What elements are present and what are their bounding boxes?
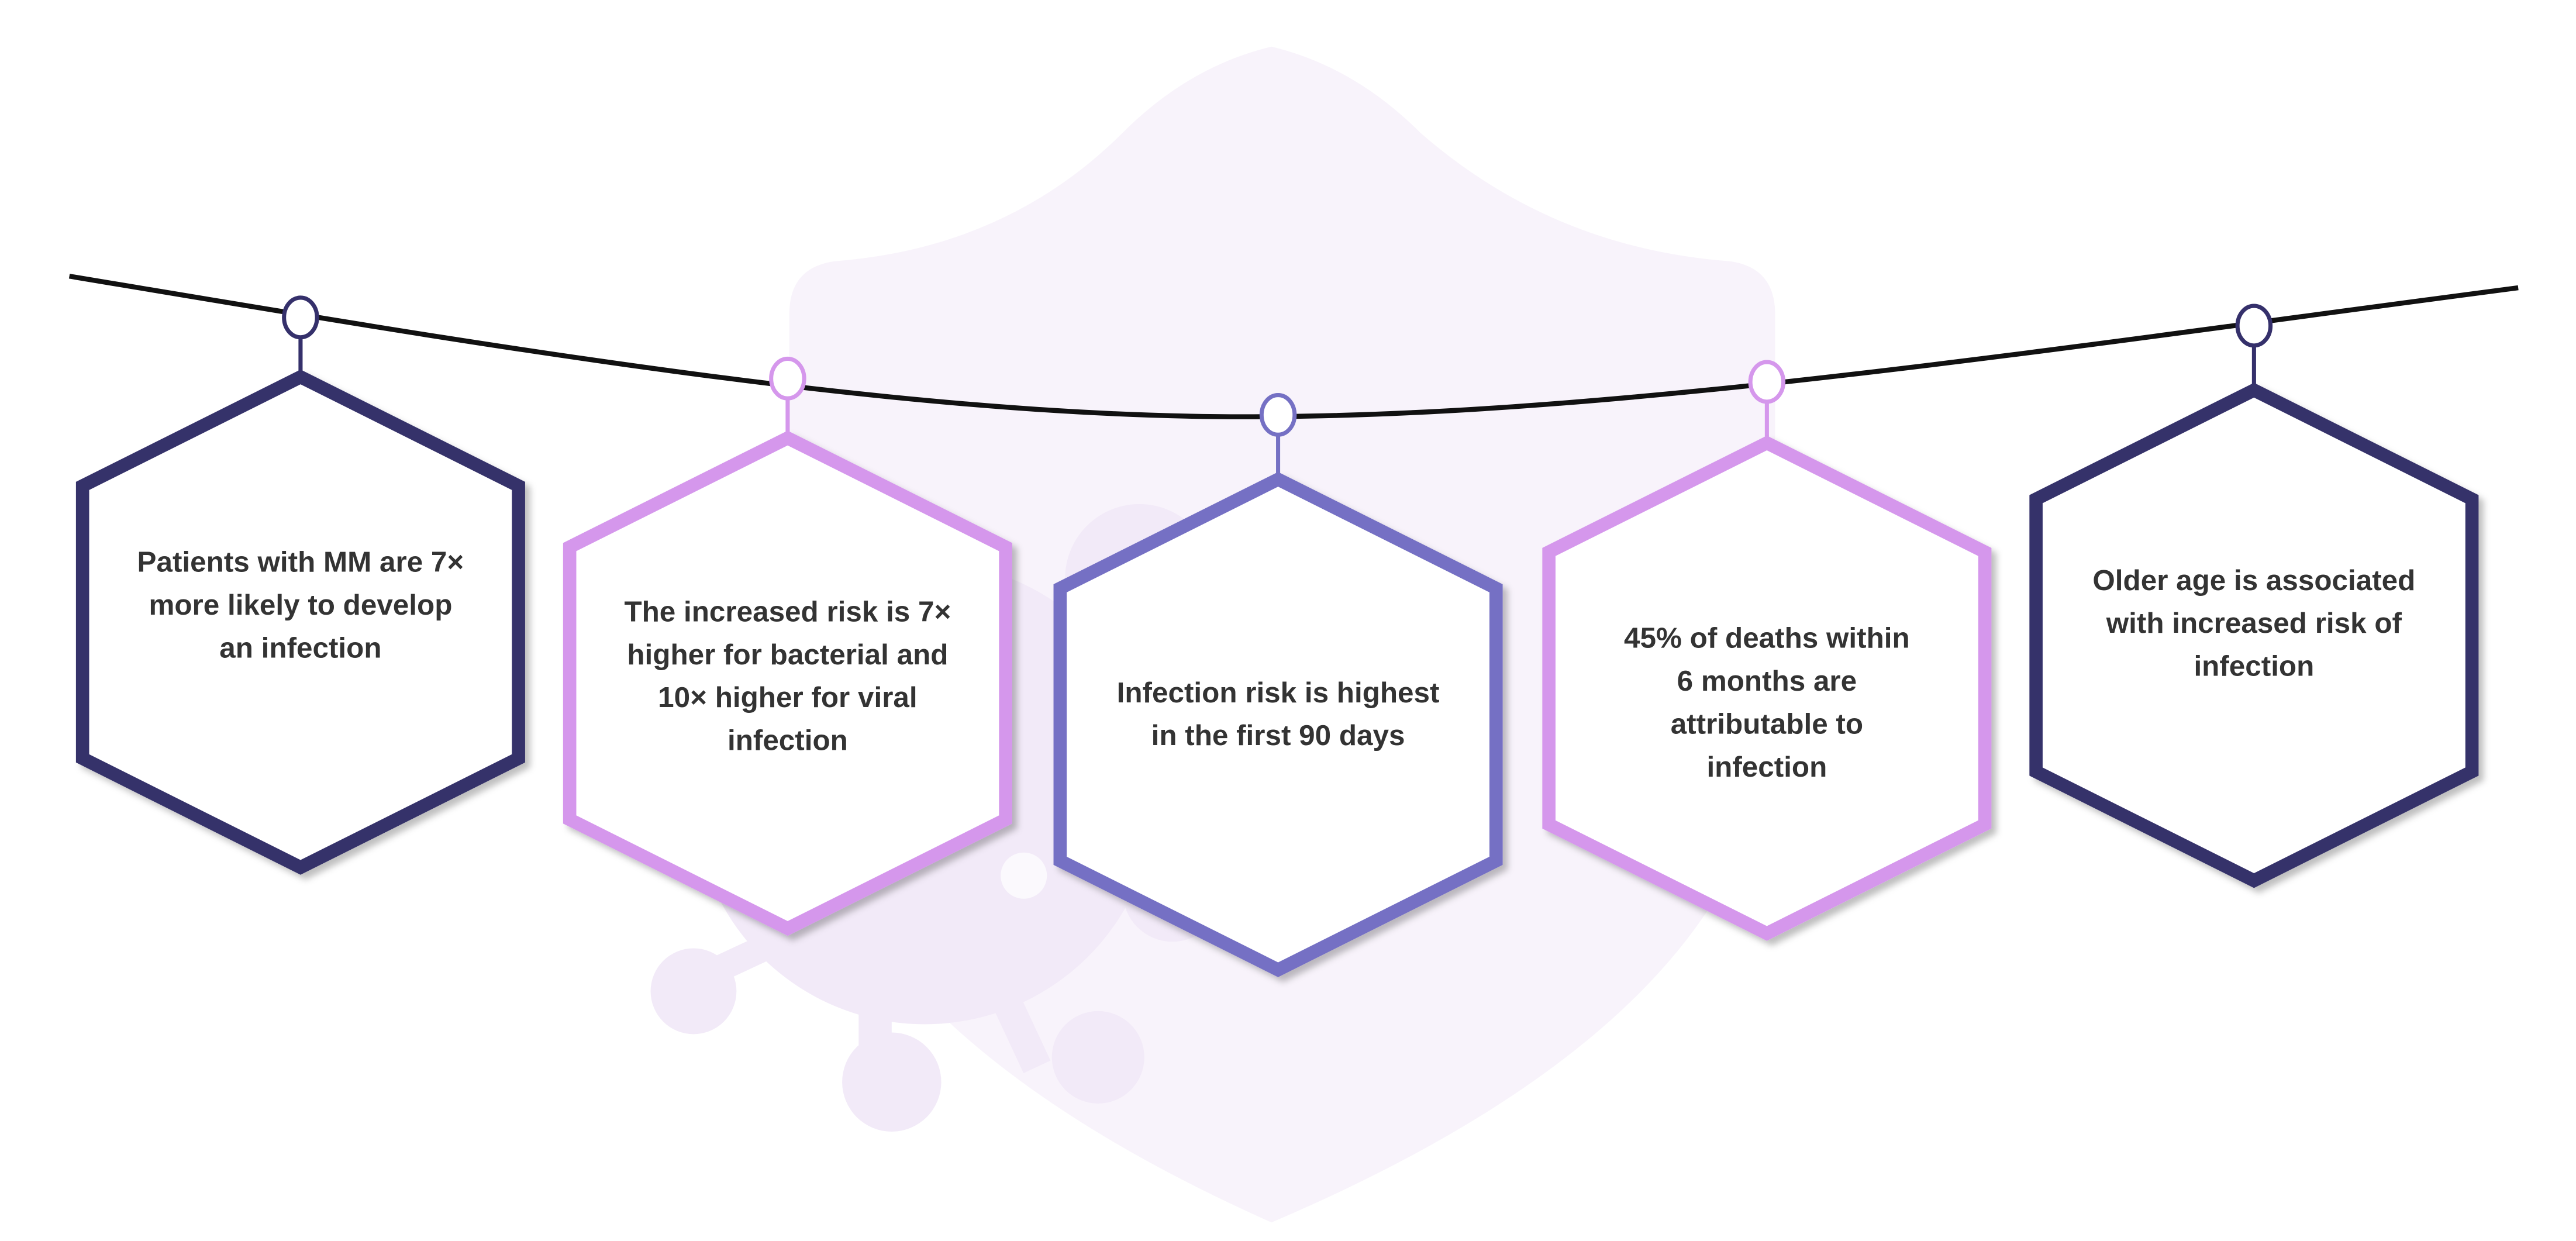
fact-text: The increased risk is 7× higher for bacte… — [624, 595, 951, 756]
fact-text-line: with increased risk of — [2106, 607, 2402, 639]
fact-text-line: infection — [2194, 650, 2314, 682]
fact-text: Patients with MM are 7× more likely to de… — [137, 546, 464, 664]
fact-text-line: The increased risk is 7× — [624, 595, 951, 628]
hanger-ring-icon — [769, 356, 806, 401]
fact-text-line: Infection risk is highest — [1117, 677, 1440, 709]
hanger-ring-icon — [2235, 304, 2273, 348]
hexagon-frame — [2029, 382, 2479, 888]
hanger-ring-icon — [1259, 393, 1297, 437]
fact-text: Older age is associated with increased ri… — [2092, 564, 2415, 682]
fact-hexagon: Older age is associated with increased ri… — [2029, 304, 2479, 888]
hanger-ring-icon — [1748, 360, 1786, 404]
hexagon-frame — [1542, 435, 1992, 941]
fact-text-line: 10× higher for viral — [658, 681, 917, 713]
fact-text-line: an infection — [219, 632, 381, 664]
fact-text-line: 45% of deaths within — [1624, 622, 1910, 654]
fact-hexagon: Infection risk is highest in the first 90… — [1053, 393, 1503, 977]
fact-text-line: infection — [727, 725, 848, 757]
fact-hexagon: 45% of deaths within 6 months are attribut… — [1542, 360, 1992, 941]
hexagon-frame — [75, 369, 525, 875]
fact-text: 45% of deaths within 6 months are attribut… — [1624, 622, 1910, 783]
fact-text: Infection risk is highest in the first 90… — [1117, 677, 1440, 752]
hanger-ring-icon — [282, 295, 319, 340]
hexagon-frame — [1053, 471, 1503, 977]
fact-text-line: Patients with MM are 7× — [137, 546, 464, 578]
fact-text-line: higher for bacterial and — [627, 639, 948, 671]
fact-hexagon: The increased risk is 7× higher for bacte… — [563, 356, 1012, 936]
fact-text-line: infection — [1706, 751, 1827, 783]
fact-text-line: in the first 90 days — [1151, 719, 1405, 752]
fact-hexagon: Patients with MM are 7× more likely to de… — [75, 295, 525, 875]
hexagon-frame — [563, 430, 1012, 936]
fact-text-line: more likely to develop — [149, 589, 452, 621]
fact-text-line: attributable to — [1671, 708, 1863, 740]
fact-text-line: Older age is associated — [2092, 564, 2415, 597]
fact-text-line: 6 months are — [1677, 665, 1857, 697]
